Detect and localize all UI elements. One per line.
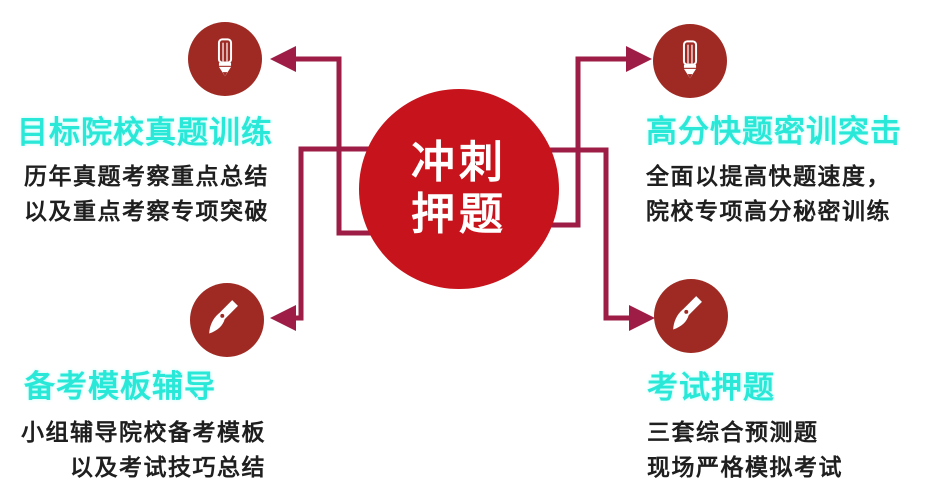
body-line: 院校专项高分秘密训练 (646, 198, 891, 224)
section-body-top-right: 全面以提高快题速度， 院校专项高分秘密训练 (646, 159, 891, 229)
section-body-bottom-right: 三套综合预测题 现场严格模拟考试 (647, 415, 843, 485)
body-line: 小组辅导院校备考模板 (21, 419, 266, 445)
node-top-left (188, 22, 262, 96)
body-line: 以及重点考察专项突破 (24, 198, 269, 224)
pencil-icon (203, 35, 247, 84)
section-heading-top-right: 高分快题密训突击 (646, 114, 902, 149)
paintbrush-icon (204, 295, 250, 346)
connector-bottom-right (500, 147, 629, 321)
arrowhead-top-right (626, 46, 652, 72)
center-node: 冲刺 押题 (359, 89, 559, 289)
section-body-bottom-left: 小组辅导院校备考模板 以及考试技巧总结 (21, 415, 266, 485)
body-line: 现场严格模拟考试 (647, 454, 843, 480)
paintbrush-icon (668, 291, 714, 342)
section-heading-bottom-right: 考试押题 (647, 370, 775, 405)
pencil-icon (668, 37, 712, 86)
arrowhead-bottom-left (270, 305, 296, 331)
node-top-right (653, 24, 727, 98)
connector-bottom-left (296, 146, 430, 321)
center-label-line1: 冲刺 (411, 138, 507, 187)
body-line: 全面以提高快题速度， (646, 163, 891, 189)
arrowhead-bottom-right (629, 305, 655, 331)
section-heading-bottom-left: 备考模板辅导 (24, 369, 216, 404)
arrowhead-top-left (270, 46, 296, 72)
body-line: 三套综合预测题 (647, 419, 819, 445)
body-line: 以及考试技巧总结 (70, 454, 266, 480)
center-label-line2: 押题 (411, 190, 507, 239)
node-bottom-right (654, 279, 728, 353)
section-heading-top-left: 目标院校真题训练 (17, 115, 273, 150)
body-line: 历年真题考察重点总结 (24, 163, 269, 189)
section-body-top-left: 历年真题考察重点总结 以及重点考察专项突破 (24, 159, 269, 229)
node-bottom-left (190, 283, 264, 357)
